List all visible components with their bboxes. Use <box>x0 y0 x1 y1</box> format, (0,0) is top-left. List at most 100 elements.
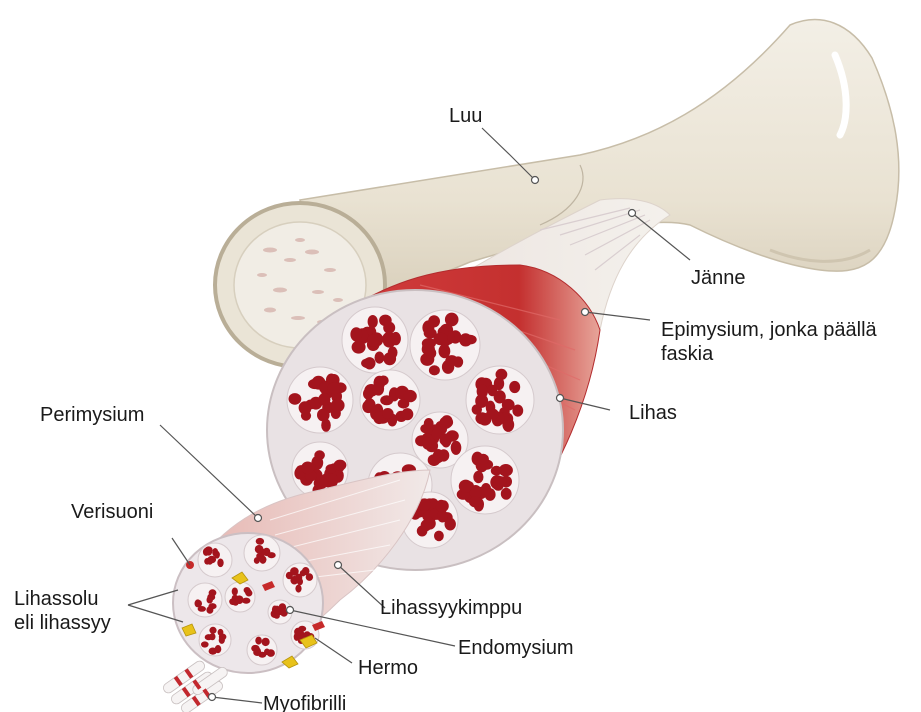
muscle-fiber <box>255 637 262 645</box>
muscle-fiber <box>218 629 224 636</box>
muscle-fiber <box>290 567 299 576</box>
muscle-fiber <box>262 638 270 646</box>
muscle-fiber <box>321 419 331 432</box>
muscle-fiber <box>402 408 414 420</box>
label-perimysium: Perimysium <box>40 403 144 427</box>
muscle-fiber <box>485 488 496 501</box>
muscle-fiber <box>478 454 489 464</box>
label-epimysium-line2: faskia <box>661 342 713 366</box>
muscle-fiber <box>373 382 384 396</box>
leader-nerve <box>315 638 352 663</box>
muscle-fiber <box>383 322 395 334</box>
muscle-fiber <box>501 488 512 500</box>
label-bone: Luu <box>449 104 482 128</box>
muscle-fiber <box>473 471 483 483</box>
muscle-fiber <box>459 333 472 346</box>
muscle-fiber <box>253 649 261 656</box>
muscle-fiber <box>382 408 394 419</box>
muscle-fiber <box>256 553 262 559</box>
label-fascicle: Lihassyykimppu <box>380 596 522 620</box>
muscle-fiber <box>214 551 220 559</box>
muscle-fiber <box>198 606 206 612</box>
label-nerve: Hermo <box>358 656 418 680</box>
muscle-fiber <box>434 531 444 542</box>
muscle-fiber <box>289 393 302 405</box>
muscle-fiber <box>363 388 374 400</box>
muscle-fiber <box>331 399 345 412</box>
label-muscle-cell-line2: eli lihassyy <box>14 611 111 635</box>
muscle-fiber <box>352 341 366 354</box>
muscle-fiber <box>314 450 325 460</box>
muscle-fiber <box>445 313 459 327</box>
fascicle <box>466 366 534 434</box>
muscle-fiber <box>428 315 440 327</box>
muscle-fiber <box>295 585 301 593</box>
muscle-fiber <box>494 377 504 390</box>
muscle-fiber <box>368 315 378 328</box>
label-muscle-cell-line1: Lihassolu <box>14 587 99 611</box>
muscle-fiber <box>318 393 330 406</box>
muscle-fiber-bundle <box>283 563 317 597</box>
fascicle <box>410 310 480 380</box>
muscle-fiber <box>327 382 341 394</box>
muscle-fiber-bundle <box>244 535 280 571</box>
muscle-fiber-bundle <box>188 583 222 617</box>
muscle-fiber <box>195 599 202 607</box>
leader-muscle-cell-a <box>128 590 178 605</box>
muscle-fiber <box>209 627 216 634</box>
muscle-fiber <box>509 381 520 393</box>
muscle-fiber <box>205 634 213 640</box>
muscle-fiber <box>436 500 447 513</box>
muscle-fiber <box>478 413 491 426</box>
muscle-fiber <box>422 437 432 450</box>
muscle-fiber <box>459 480 473 493</box>
muscle-fiber <box>301 462 314 475</box>
fascicle-cross-section <box>173 533 323 673</box>
muscle-fiber <box>477 385 488 399</box>
muscle-fiber-bundle <box>247 635 277 665</box>
muscle-fiber <box>274 613 280 619</box>
label-myofibrils: Myofibrilli <box>263 692 346 712</box>
muscle-fiber <box>215 645 222 653</box>
leader-perimysium <box>160 425 258 518</box>
muscle-fiber <box>208 603 216 609</box>
muscle-fiber <box>433 333 447 346</box>
muscle-fiber <box>294 628 302 636</box>
muscle-fiber <box>375 352 385 364</box>
muscle-fiber <box>219 636 225 644</box>
muscle-fiber <box>445 355 458 366</box>
fascicle <box>287 367 353 433</box>
muscle-fiber-bundle <box>199 624 231 656</box>
muscle-fiber <box>300 570 306 576</box>
muscle-fiber <box>256 538 264 545</box>
muscle-fiber <box>380 395 393 405</box>
muscle-fiber <box>383 352 396 365</box>
label-tendon: Jänne <box>691 266 746 290</box>
muscle-fiber <box>451 441 462 455</box>
muscle-fiber <box>328 473 338 487</box>
muscle-fiber <box>424 418 434 429</box>
label-blood-vessel: Verisuoni <box>71 500 153 524</box>
muscle-fiber-bundle <box>198 543 232 577</box>
muscle-fiber <box>245 590 252 597</box>
muscle-fiber-bundle <box>225 582 255 612</box>
muscle-fiber <box>350 327 362 341</box>
muscle-fiber <box>274 606 280 612</box>
muscle-fiber <box>428 454 441 466</box>
muscle-fiber <box>232 588 238 596</box>
muscle-fiber <box>429 365 440 375</box>
muscle-fiber <box>267 649 275 657</box>
muscle-fiber <box>201 641 209 647</box>
label-endomysium: Endomysium <box>458 636 574 660</box>
muscle-fiber <box>391 332 401 345</box>
muscle-fiber <box>439 433 452 446</box>
fascicle <box>360 370 420 430</box>
muscle-fiber <box>367 334 378 347</box>
muscle-fiber <box>493 476 507 486</box>
muscle-fiber <box>205 548 212 556</box>
muscle-fiber <box>207 596 213 603</box>
muscle-fiber <box>494 390 506 403</box>
label-muscle: Lihas <box>629 401 677 425</box>
muscle-fiber <box>235 595 243 604</box>
